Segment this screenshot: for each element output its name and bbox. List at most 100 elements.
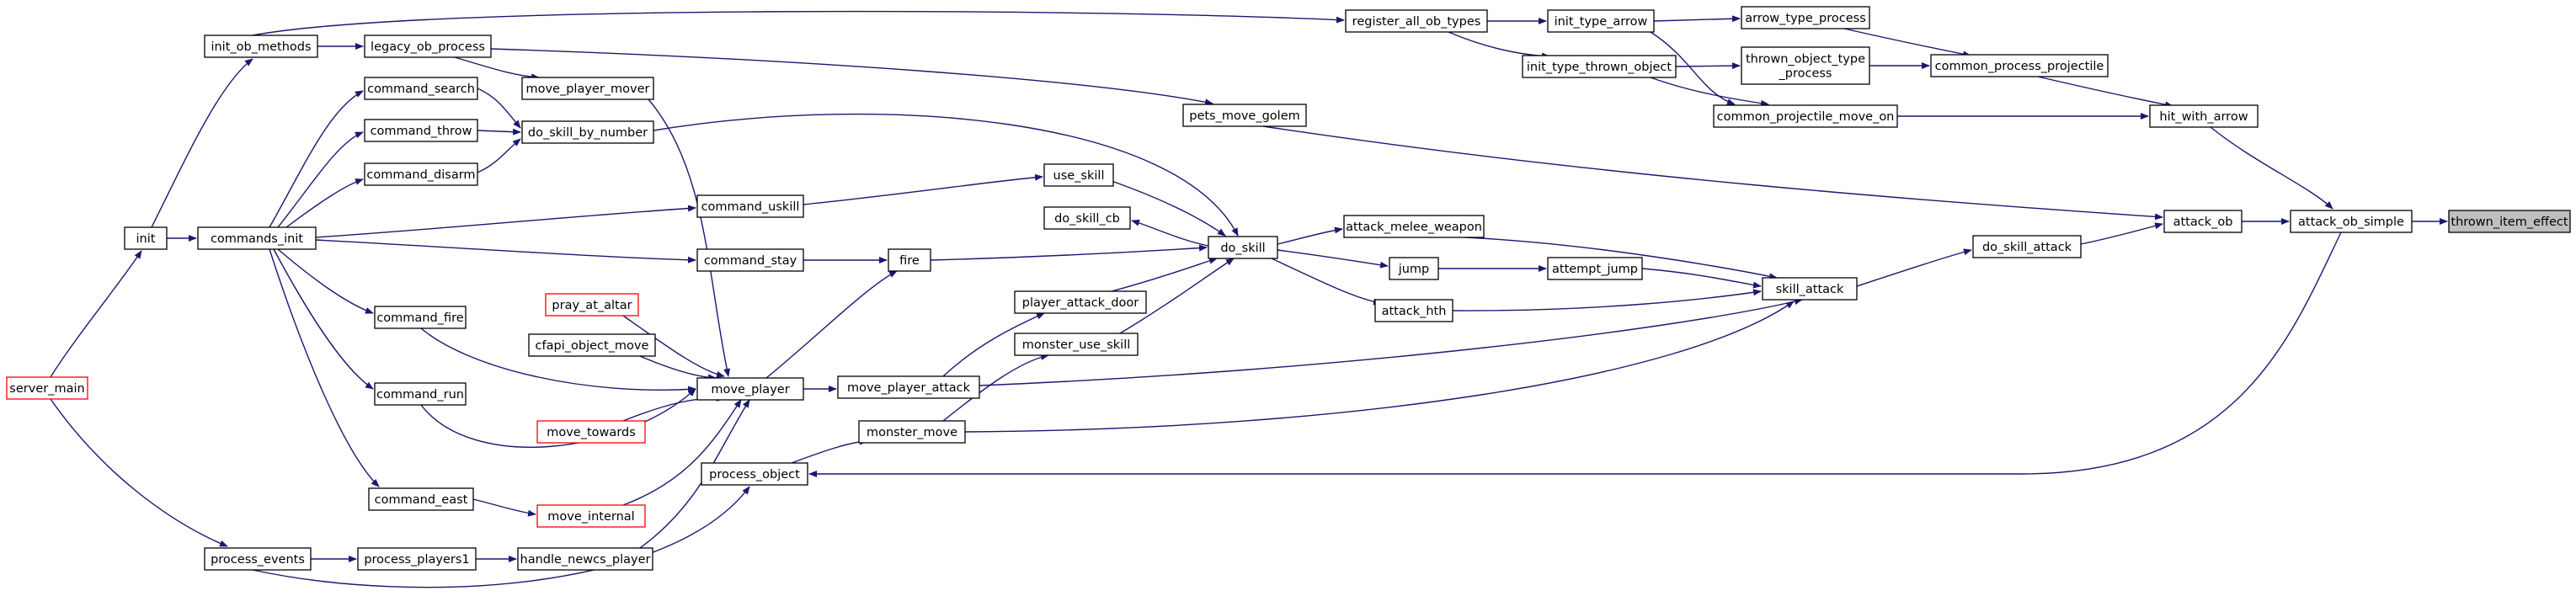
edge-legacy_ob_process-to-move_player_mover — [454, 56, 540, 81]
node-box — [1972, 235, 2082, 258]
node-box — [2163, 210, 2243, 233]
node-fire[interactable]: fire — [888, 248, 931, 272]
edge-commands_init-to-command_fire — [277, 248, 374, 314]
node-hit-with-arrow[interactable]: hit_with_arrow — [2149, 104, 2259, 128]
node-common-process-projectile[interactable]: common_process_projectile — [1930, 54, 2109, 77]
node-skill-attack[interactable]: skill_attack — [1762, 277, 1858, 301]
node-label: hit_with_arrow — [2159, 110, 2248, 124]
edge-commands_init-to-command_run — [273, 248, 374, 390]
node-arrow-type-process[interactable]: arrow_type_process — [1741, 6, 1870, 29]
node-label: command_fire — [376, 311, 463, 325]
node-box — [374, 382, 467, 406]
node-use-skill[interactable]: use_skill — [1043, 163, 1114, 187]
node-command-run[interactable]: command_run — [374, 382, 467, 406]
node-command-fire[interactable]: command_fire — [374, 306, 467, 329]
node-common-projectile-move-on[interactable]: common_projectile_move_on — [1713, 104, 1898, 128]
node-commands-init[interactable]: commands_init — [197, 226, 317, 250]
node-process-events[interactable]: process_events — [204, 547, 312, 571]
node-box — [6, 376, 88, 400]
node-do-skill-by-number[interactable]: do_skill_by_number — [521, 120, 654, 144]
node-attack-melee-weapon[interactable]: attack_melee_weapon — [1343, 215, 1485, 238]
node-command-disarm[interactable]: command_disarm — [364, 162, 478, 186]
node-box — [2290, 210, 2413, 233]
node-cfapi-object-move[interactable]: cfapi_object_move — [528, 333, 656, 357]
node-attack-hth[interactable]: attack_hth — [1374, 299, 1453, 322]
node-move-player[interactable]: move_player — [696, 377, 804, 401]
node-process-players1[interactable]: process_players1 — [357, 547, 477, 571]
node-pray-at-altar[interactable]: pray_at_altar — [545, 293, 639, 317]
edge-init_type_thrown_object-to-common_projectile_move_on — [1650, 77, 1769, 107]
node-do-skill[interactable]: do_skill — [1208, 236, 1278, 259]
node-box — [1741, 46, 1870, 85]
node-init-type-arrow[interactable]: init_type_arrow — [1547, 9, 1655, 33]
node-handle-newcs-player[interactable]: handle_newcs_player — [517, 547, 653, 571]
edge-move_towards-to-move_player — [622, 394, 725, 422]
node-init[interactable]: init — [124, 226, 168, 250]
node-do-skill-cb[interactable]: do_skill_cb — [1043, 206, 1131, 230]
node-command-throw[interactable]: command_throw — [364, 119, 478, 142]
edge-move_internal-to-move_player — [622, 399, 742, 506]
node-label: thrown_item_effect — [2451, 216, 2568, 229]
node-thrown-item-effect[interactable]: thrown_item_effect — [2448, 210, 2571, 233]
node-init-type-thrown-object[interactable]: init_type_thrown_object — [1522, 55, 1677, 78]
node-label: process_players1 — [364, 553, 469, 567]
node-label: common_projectile_move_on — [1717, 110, 1895, 124]
node-register-all-ob-types[interactable]: register_all_ob_types — [1345, 9, 1488, 33]
edge-command_throw-to-do_skill_by_number — [477, 128, 521, 136]
node-process-object[interactable]: process_object — [701, 462, 808, 486]
node-monster-move[interactable]: monster_move — [858, 420, 966, 444]
edge-attack_hth-to-skill_attack — [1452, 289, 1762, 311]
node-label: move_player_attack — [847, 381, 971, 395]
node-command-stay[interactable]: command_stay — [696, 248, 804, 272]
edge-init-to-init_ob_methods — [151, 58, 253, 228]
node-box — [1741, 6, 1870, 29]
node-move-towards[interactable]: move_towards — [536, 420, 646, 444]
node-attack-ob-simple[interactable]: attack_ob_simple — [2290, 210, 2413, 233]
node-pets-move-golem[interactable]: pets_move_golem — [1182, 104, 1307, 127]
node-label: use_skill — [1053, 169, 1105, 183]
edge-register_all_ob_types-to-init_type_thrown_object — [1448, 31, 1550, 60]
node-command-uskill[interactable]: command_uskill — [696, 194, 804, 218]
edge-init_ob_methods-to-register_all_ob_types — [252, 10, 1345, 36]
node-attack-ob[interactable]: attack_ob — [2163, 210, 2243, 233]
node-move-player-mover[interactable]: move_player_mover — [521, 77, 654, 100]
node-label: commands_init — [211, 232, 303, 246]
node-box — [521, 120, 654, 144]
edge-pets_move_golem-to-attack_ob — [1262, 125, 2163, 221]
node-move-player-attack[interactable]: move_player_attack — [837, 375, 980, 399]
edge-do_skill_attack-to-attack_ob — [2080, 222, 2163, 245]
node-server-main[interactable]: server_main — [6, 376, 88, 400]
edge-commands_init-to-command_east — [269, 248, 380, 487]
node-player-attack-door[interactable]: player_attack_door — [1014, 290, 1147, 314]
node-box — [1343, 215, 1485, 238]
node-box — [1374, 299, 1453, 322]
node-box — [1522, 55, 1677, 78]
node-monster-use-skill[interactable]: monster_use_skill — [1014, 333, 1139, 356]
node-move-internal[interactable]: move_internal — [536, 504, 646, 528]
node-box — [696, 248, 804, 272]
node-label: command_throw — [371, 125, 472, 138]
node-box — [1762, 277, 1858, 301]
node-jump[interactable]: jump — [1389, 257, 1439, 280]
node-label: move_internal — [547, 510, 634, 524]
node-label: common_process_projectile — [1935, 60, 2104, 73]
node-do-skill-attack[interactable]: do_skill_attack — [1972, 235, 2082, 258]
node-init-ob-methods[interactable]: init_ob_methods — [204, 35, 318, 58]
node-label: cfapi_object_move — [536, 339, 649, 353]
node-box — [1345, 9, 1488, 33]
node-thrown-object-type-process[interactable]: thrown_object_type_process — [1741, 46, 1870, 85]
node-command-search[interactable]: command_search — [364, 77, 478, 100]
edge-player_attack_door-to-do_skill — [1111, 257, 1218, 292]
node-box — [1713, 104, 1898, 128]
edge-commands_init-to-command_disarm — [285, 178, 364, 228]
node-legacy-ob-process[interactable]: legacy_ob_process — [364, 35, 492, 58]
node-attempt-jump[interactable]: attempt_jump — [1547, 257, 1643, 280]
node-command-east[interactable]: command_east — [368, 487, 474, 511]
node-box — [368, 487, 474, 511]
node-box — [888, 248, 931, 272]
node-label: init_ob_methods — [211, 40, 311, 54]
edge-process_object-to-monster_move — [791, 438, 868, 464]
edge-init_type_arrow-to-common_projectile_move_on — [1650, 31, 1736, 105]
node-box — [364, 162, 478, 186]
node-box — [696, 377, 804, 401]
